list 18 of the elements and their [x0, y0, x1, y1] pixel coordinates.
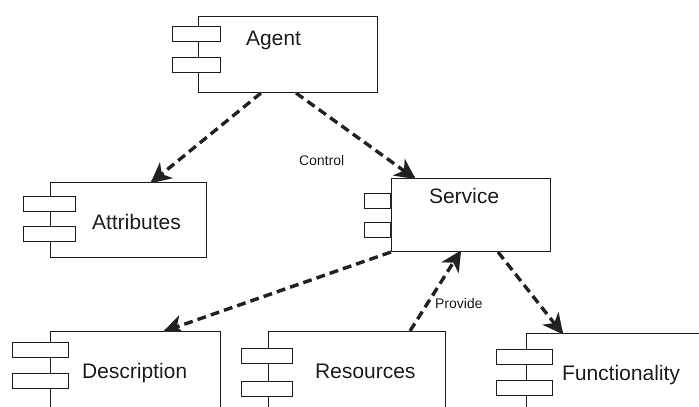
component-label: Attributes [92, 212, 181, 233]
component-label: Service [429, 186, 500, 207]
component-box [172, 16, 378, 93]
component-box [241, 331, 446, 407]
component-label: Description [82, 361, 188, 382]
component-box [364, 178, 551, 252]
dashed-arrow [150, 92, 262, 184]
dashed-arrow [408, 250, 462, 332]
component-label: Agent [246, 28, 301, 49]
dashed-arrow [294, 92, 416, 180]
dashed-arrow [496, 250, 564, 335]
component-box [23, 182, 207, 258]
component-label: Resources [315, 361, 416, 382]
edge-label: Control [298, 153, 346, 167]
component-label: Functionality [562, 363, 680, 384]
edge-label: Provide [434, 296, 484, 310]
component-box [12, 331, 221, 407]
component-box [496, 333, 699, 407]
